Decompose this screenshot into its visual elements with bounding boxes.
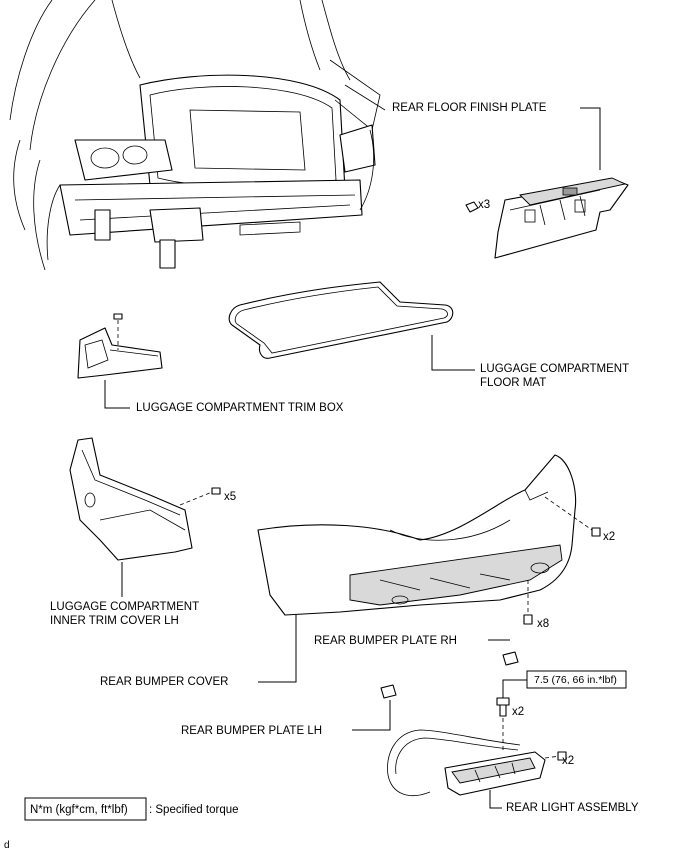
screw-icon <box>113 313 123 320</box>
leader-plate-lh <box>352 700 391 731</box>
rear-floor-finish-plate-part <box>465 177 629 259</box>
label-rear-bumper-cover: REAR BUMPER COVER <box>100 676 228 688</box>
label-rear-floor-finish-plate: REAR FLOOR FINISH PLATE <box>392 102 547 114</box>
corner-mark: d <box>4 840 10 851</box>
legend-box <box>24 797 147 821</box>
label-inner-trim-1: LUGGAGE COMPARTMENT <box>50 601 199 613</box>
luggage-trim-box-part <box>77 313 163 379</box>
label-bumper-plate-lh: REAR BUMPER PLATE LH <box>181 725 322 737</box>
label-floor-mat-1: LUGGAGE COMPARTMENT <box>480 363 629 375</box>
legend-box-text: N*m (kgf*cm, ft*lbf) <box>30 804 128 816</box>
leader-trim-box <box>104 380 130 409</box>
label-bumper-plate-rh: REAR BUMPER PLATE RH <box>314 635 457 647</box>
bumper-plate-rh-part <box>502 651 519 666</box>
bolt-icon <box>496 697 510 706</box>
leader-floor-plate <box>580 107 601 170</box>
floor-plate-qty: x3 <box>478 199 490 211</box>
screw-icon <box>557 751 567 761</box>
clip-icon <box>465 201 479 213</box>
leader-rear-light <box>489 790 502 809</box>
bolt-shaft-icon <box>499 704 507 717</box>
bumper-side-qty: x2 <box>603 531 615 543</box>
clip-icon <box>211 487 221 495</box>
legend-description: : Specified torque <box>149 804 239 816</box>
label-inner-trim-2: INNER TRIM COVER LH <box>50 615 179 627</box>
rear-bumper-cover-part <box>257 454 601 625</box>
leader-bumper-cover <box>258 615 297 683</box>
light-screws-qty: x2 <box>562 755 574 767</box>
bumper-lower-qty: x8 <box>537 618 549 630</box>
torque-spec-text: 7.5 (76, 66 in.*lbf) <box>534 674 617 686</box>
light-bolts-qty: x2 <box>512 706 524 718</box>
screw-icon <box>591 527 601 537</box>
leader-floor-mat <box>431 335 475 371</box>
rear-light-assembly-part <box>387 729 567 796</box>
inner-trim-cover-part <box>69 437 221 561</box>
leader-torque <box>502 679 527 698</box>
inner-trim-qty: x5 <box>224 491 236 503</box>
label-trim-box: LUGGAGE COMPARTMENT TRIM BOX <box>136 402 344 414</box>
label-rear-light-assembly: REAR LIGHT ASSEMBLY <box>506 802 639 814</box>
luggage-floor-mat-part <box>228 281 454 359</box>
vehicle-rear-illustration <box>9 0 386 271</box>
label-floor-mat-2: FLOOR MAT <box>480 377 546 389</box>
clip-icon <box>523 614 533 625</box>
bumper-plate-lh-part <box>380 684 397 699</box>
